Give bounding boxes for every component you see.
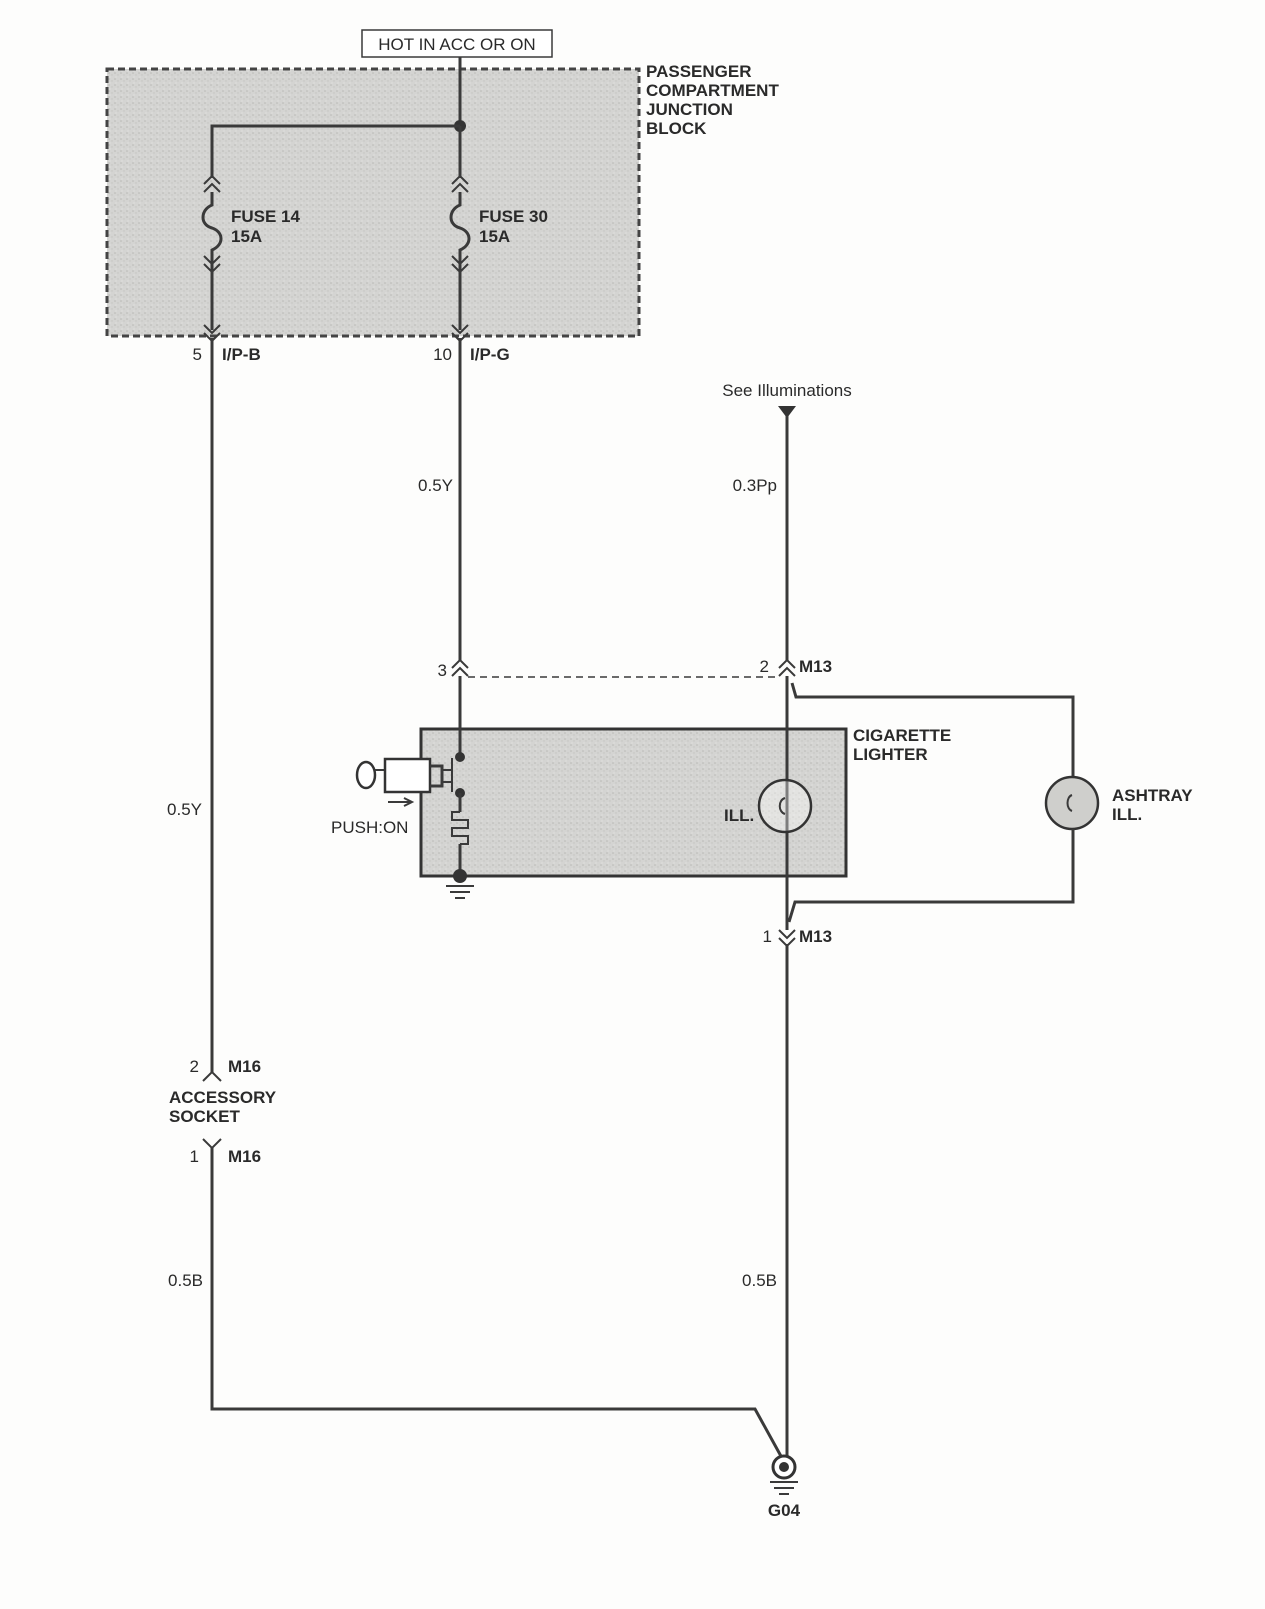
- reference-see-illuminations: See Illuminations: [722, 381, 851, 400]
- socket-pin2-icon: [202, 1070, 222, 1082]
- fuse-14-rating: 15A: [231, 227, 262, 246]
- fuse-30-rating: 15A: [479, 227, 510, 246]
- branch-wire: [210, 124, 460, 178]
- push-on-label: PUSH:ON: [331, 818, 408, 837]
- push-knob-icon: [355, 757, 453, 807]
- connector-pin3-icon: [451, 658, 469, 677]
- ashtray-return-wire: [787, 829, 1075, 923]
- junction-block-label-4: BLOCK: [646, 119, 707, 138]
- lighter-ill-lamp-icon: [757, 778, 813, 834]
- lighter-pin-3: 3: [438, 661, 447, 680]
- heating-element-icon: [451, 811, 469, 845]
- lighter-ground-icon: [446, 885, 474, 899]
- fuse-14-name: FUSE 14: [231, 207, 301, 226]
- ashtray-ill-lamp-icon: [1044, 775, 1100, 831]
- switch-contact-top: [455, 752, 465, 762]
- lighter-pin-1: 1: [763, 927, 772, 946]
- lighter-pin-2: 2: [760, 657, 769, 676]
- wire-label-illum: 0.3Pp: [733, 476, 777, 495]
- connector-pin2-icon: [778, 658, 796, 677]
- ground-g04-icon: [770, 1454, 798, 1495]
- wire-label-mid-upper: 0.5Y: [418, 476, 453, 495]
- socket-pin1-icon: [202, 1138, 222, 1150]
- power-source-label: HOT IN ACC OR ON: [378, 35, 535, 54]
- lighter-label-2: LIGHTER: [853, 745, 928, 764]
- fuse-30-name: FUSE 30: [479, 207, 548, 226]
- lighter-pin-2-connector: M13: [799, 657, 832, 676]
- ashtray-feed-wire: [790, 682, 1075, 778]
- power-source-box: HOT IN ACC OR ON: [361, 29, 553, 58]
- pin-5: 5: [193, 345, 202, 364]
- socket-pin-1-connector: M16: [228, 1147, 261, 1166]
- connector-ip-g: I/P-G: [470, 345, 510, 364]
- socket-label-2: SOCKET: [169, 1107, 240, 1126]
- socket-pin-1: 1: [190, 1147, 199, 1166]
- fuse-30: FUSE 30 15A: [449, 174, 548, 343]
- ashtray-label-1: ASHTRAY: [1112, 786, 1193, 805]
- junction-block: PASSENGER COMPARTMENT JUNCTION BLOCK: [105, 62, 779, 338]
- wire-label-left-lower: 0.5B: [168, 1271, 203, 1290]
- lighter-ill-label: ILL.: [724, 806, 754, 825]
- socket-pin-2: 2: [190, 1057, 199, 1076]
- cigarette-lighter: CIGARETTE LIGHTER: [419, 726, 951, 878]
- left-wire-lower: [210, 1148, 784, 1459]
- lighter-pin-1-connector: M13: [799, 927, 832, 946]
- junction-block-label-3: JUNCTION: [646, 100, 733, 119]
- socket-pin-2-connector: M16: [228, 1057, 261, 1076]
- socket-label-1: ACCESSORY: [169, 1088, 277, 1107]
- wire-label-right-lower: 0.5B: [742, 1271, 777, 1290]
- lighter-label-1: CIGARETTE: [853, 726, 951, 745]
- reference-arrow-icon: [778, 406, 796, 418]
- connector-ip-b: I/P-B: [222, 345, 261, 364]
- ground-label: G04: [768, 1501, 801, 1520]
- pin-10: 10: [433, 345, 452, 364]
- junction-block-label-2: COMPARTMENT: [646, 81, 779, 100]
- connector-pin1-icon: [778, 929, 796, 948]
- wire-label-left-upper: 0.5Y: [167, 800, 202, 819]
- lighter-ground-dot: [453, 869, 467, 883]
- junction-block-label-1: PASSENGER: [646, 62, 752, 81]
- fuse-14: FUSE 14 15A: [201, 174, 301, 343]
- ashtray-label-2: ILL.: [1112, 805, 1142, 824]
